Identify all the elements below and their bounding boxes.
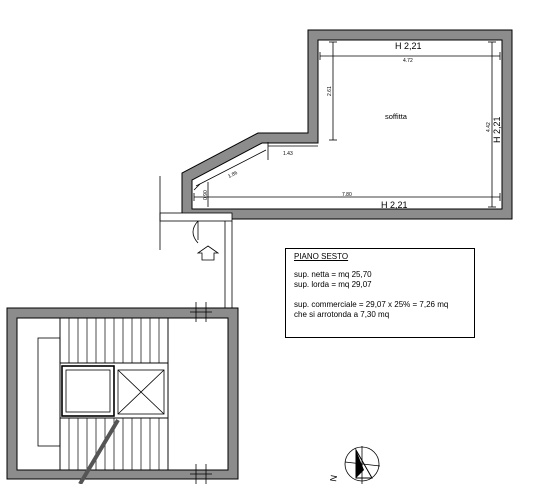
dimension-lines	[193, 41, 501, 208]
north-arrow-icon	[344, 446, 381, 484]
room-label: soffitta	[385, 112, 408, 121]
dim-bottom-width: 7.80	[342, 192, 352, 198]
stair-treads-upper	[59, 318, 169, 363]
dim-left-upper: 2.61	[327, 86, 333, 96]
floor-title: PIANO SESTO	[294, 252, 349, 261]
attic-walls	[181, 29, 513, 220]
entrance-arrow-icon	[196, 245, 220, 261]
height-label-right: H 2,21	[492, 116, 502, 143]
rounded-area: che si arrotonda a 7,30 mq	[294, 310, 390, 319]
attic-entrance	[159, 176, 233, 310]
net-area: sup. netta = mq 25,70	[294, 270, 372, 279]
dim-right-height: 4.42	[486, 122, 492, 132]
dim-small-vertical: 0.90	[203, 190, 209, 200]
height-label-top: H 2,21	[395, 41, 422, 51]
lift-shafts	[61, 365, 165, 484]
height-label-bottom: H 2,21	[381, 200, 408, 210]
area-info-box: PIANO SESTO sup. netta = mq 25,70 sup. l…	[285, 248, 475, 338]
dim-step: 1.43	[283, 151, 293, 157]
gross-area: sup. lorda = mq 29,07	[294, 280, 372, 289]
dim-top-width: 4.72	[403, 58, 413, 64]
north-letter: N	[328, 474, 339, 482]
commercial-area: sup. commerciale = 29,07 x 25% = 7,26 mq	[294, 300, 449, 309]
dim-diagonal: 1.86	[227, 170, 239, 180]
stair-treads-lower	[59, 418, 169, 470]
